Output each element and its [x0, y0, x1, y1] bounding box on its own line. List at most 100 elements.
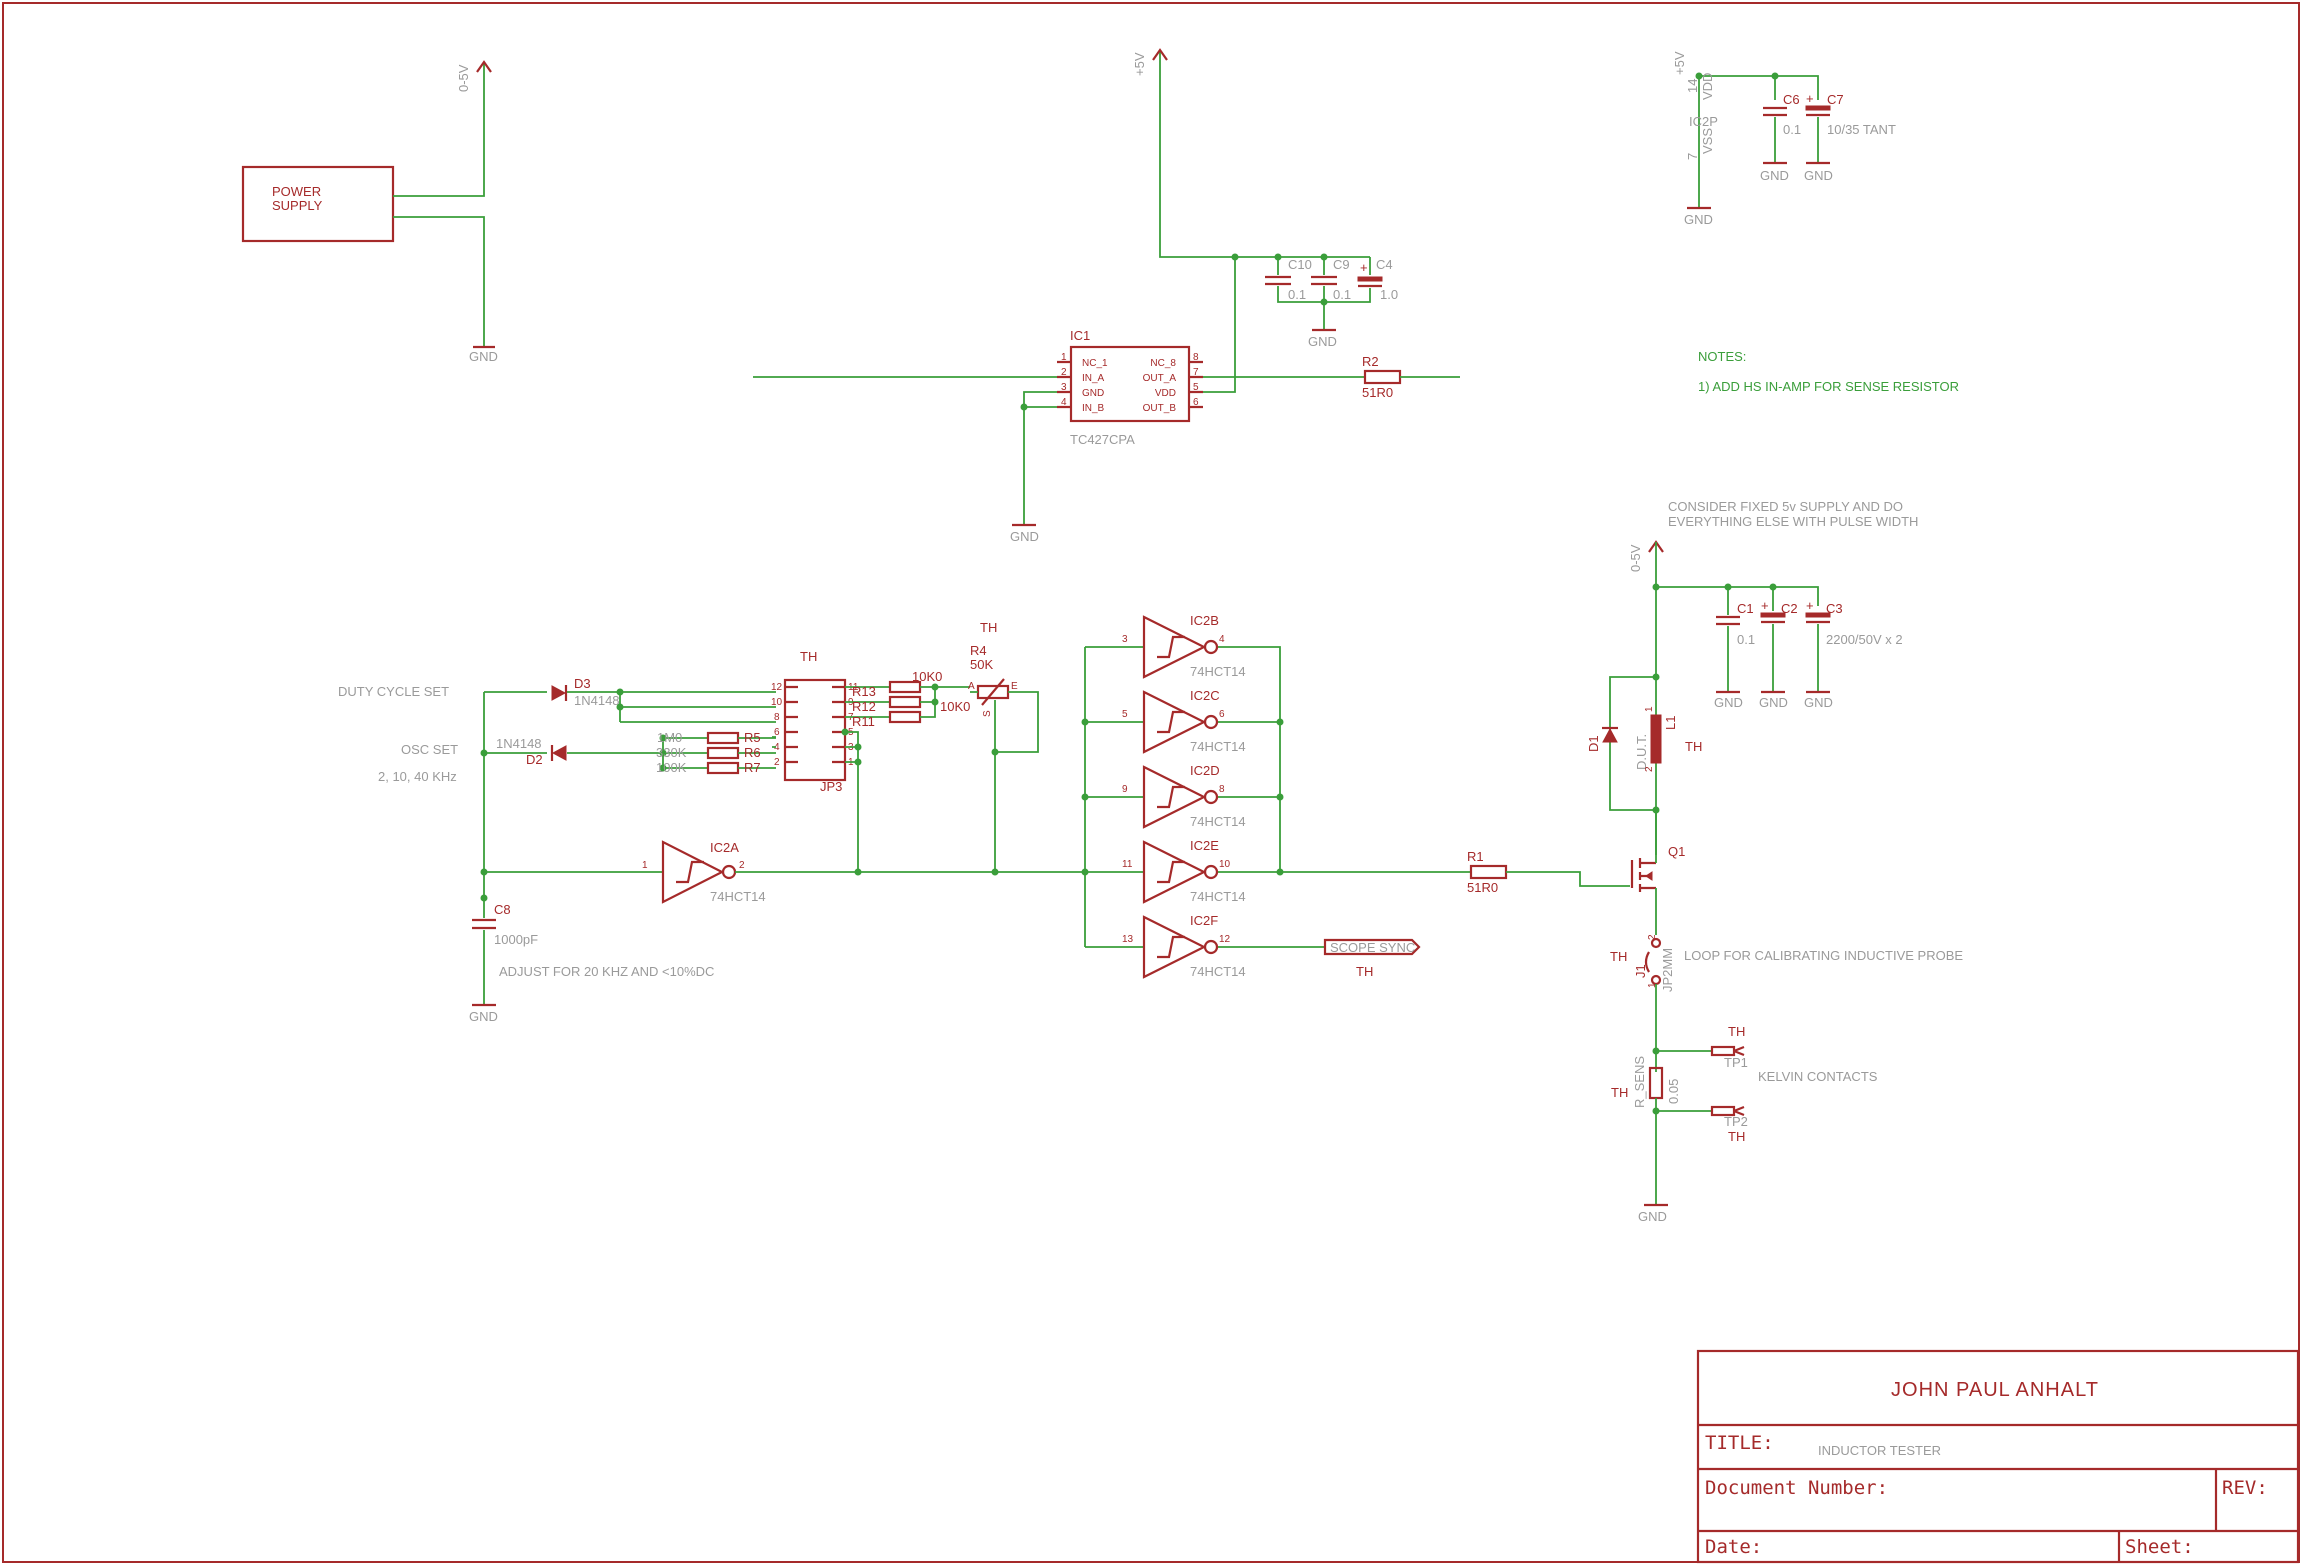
r1-ref: R1 [1467, 849, 1484, 864]
osc-gnd-label: GND [469, 1009, 498, 1024]
ps-rail-label: 0-5V [456, 64, 471, 92]
c3-value: 2200/50V x 2 [1826, 632, 1903, 647]
r13-ref: R13 [852, 684, 876, 699]
author-name: JOHN PAUL ANHALT [1891, 1379, 2099, 1401]
svg-text:+: + [1806, 91, 1814, 106]
svg-text:GND: GND [1804, 695, 1833, 710]
inverter-pin-in: 9 [1122, 784, 1128, 795]
date-label: Date: [1705, 1536, 1762, 1558]
svg-text:2: 2 [739, 860, 745, 871]
inverter-part: 74HCT14 [1190, 739, 1246, 754]
l1-inductor-icon [1650, 714, 1662, 764]
ic1-pin-nc8: NC_8 [1150, 358, 1176, 369]
document-number-label: Document Number: [1705, 1477, 1888, 1499]
jp3-ref: JP3 [820, 779, 842, 794]
tp1-th: TH [1728, 1024, 1745, 1039]
d2-diode-icon [551, 745, 567, 761]
svg-text:7: 7 [1685, 153, 1700, 160]
power-supply-box [241, 165, 395, 243]
inverter-ref: IC2D [1190, 763, 1220, 778]
svg-text:1: 1 [642, 860, 648, 871]
c4-value: 1.0 [1380, 287, 1398, 302]
ic2p-decoupling: +5V 14 VDD IC2P 7 VSS GND GND + GND C6 0… [1672, 51, 1896, 227]
inverter-triangle-icon [1142, 840, 1207, 904]
jp3-th: TH [800, 649, 817, 664]
svg-text:10: 10 [771, 697, 783, 708]
svg-text:12: 12 [771, 682, 783, 693]
r6-ref: R6 [744, 745, 761, 760]
svg-text:VSS: VSS [1700, 128, 1715, 154]
scope-sync-label: SCOPE SYNC [1330, 940, 1415, 955]
inverter-pin-out: 12 [1219, 934, 1231, 945]
out-rail-label: 0-5V [1628, 544, 1643, 572]
driver-stage: +5V + GND C10 0.1 C9 0.1 C4 1.0 IC1 TC42… [753, 48, 1460, 544]
r12-value: 10K0 [940, 699, 970, 714]
d1-diode-icon [1602, 727, 1618, 743]
r5-body [706, 731, 740, 745]
svg-text:S: S [982, 710, 993, 717]
sheet-label: Sheet: [2125, 1536, 2194, 1558]
svg-text:GND: GND [1684, 212, 1713, 227]
r5-ref: R5 [744, 730, 761, 745]
c9-value: 0.1 [1333, 287, 1351, 302]
r12-ref: R12 [852, 699, 876, 714]
r4-th: TH [980, 620, 997, 635]
ic1-pin-vdd: VDD [1155, 388, 1176, 399]
consider-line-1: CONSIDER FIXED 5v SUPPLY AND DO [1668, 499, 1903, 514]
inverter-pin-out: 8 [1219, 784, 1225, 795]
svg-text:GND: GND [1714, 695, 1743, 710]
c7-ref: C7 [1827, 92, 1844, 107]
rsense-value: 0.05 [1666, 1079, 1681, 1104]
svg-text:A: A [968, 681, 975, 692]
notes-heading: NOTES: [1698, 349, 1746, 364]
ic1-pin-gnd: GND [1082, 388, 1104, 399]
inverter-ref: IC2B [1190, 613, 1219, 628]
inverter-pin-in: 13 [1122, 934, 1134, 945]
svg-text:1: 1 [1647, 982, 1658, 988]
d3-diode-icon [551, 685, 567, 701]
r4-value: 50K [970, 657, 993, 672]
svg-text:2: 2 [1644, 766, 1655, 772]
inverter-pin-in: 5 [1122, 709, 1128, 720]
d3-value: 1N4148 [574, 693, 620, 708]
scope-sync: SCOPE SYNC TH [1323, 938, 1421, 979]
inverter-ref: IC2C [1190, 688, 1220, 703]
c8-value: 1000pF [494, 932, 538, 947]
svg-text:7: 7 [1193, 367, 1199, 378]
c3-ref: C3 [1826, 601, 1843, 616]
out-gnd-label: GND [1638, 1209, 1667, 1224]
r1-value: 51R0 [1467, 880, 1498, 895]
d2-value: 1N4148 [496, 736, 542, 751]
dut-label: D.U.T. [1634, 734, 1649, 770]
inverter-bank [1081, 646, 1325, 948]
r11-ref: R11 [852, 714, 875, 729]
tp1-ref: TP1 [1724, 1055, 1748, 1070]
title-value: INDUCTOR TESTER [1818, 1443, 1941, 1458]
ic2p-ref: IC2P [1689, 114, 1718, 129]
ic2a-part: 74HCT14 [710, 889, 766, 904]
svg-text:GND: GND [1804, 168, 1833, 183]
svg-text:1: 1 [1061, 352, 1067, 363]
svg-text:GND: GND [1760, 168, 1789, 183]
d2-ref: D2 [526, 752, 543, 767]
ic1-part: TC427CPA [1070, 432, 1135, 447]
ic1-pin-nc1: NC_1 [1082, 358, 1108, 369]
svg-text:5: 5 [1193, 382, 1199, 393]
c8-ref: C8 [494, 902, 511, 917]
c1-ref: C1 [1737, 601, 1754, 616]
svg-text:+: + [1806, 598, 1814, 613]
c7-value: 10/35 TANT [1827, 122, 1896, 137]
ic1-body [1069, 345, 1191, 423]
svg-text:+: + [1761, 598, 1769, 613]
inverter-pin-out: 4 [1219, 634, 1225, 645]
d3-ref: D3 [574, 676, 591, 691]
r4-ref: R4 [970, 643, 987, 658]
kelvin-label: KELVIN CONTACTS [1758, 1069, 1878, 1084]
j1-ref: J1 [1633, 964, 1648, 978]
osc-set-label: OSC SET [401, 742, 458, 757]
